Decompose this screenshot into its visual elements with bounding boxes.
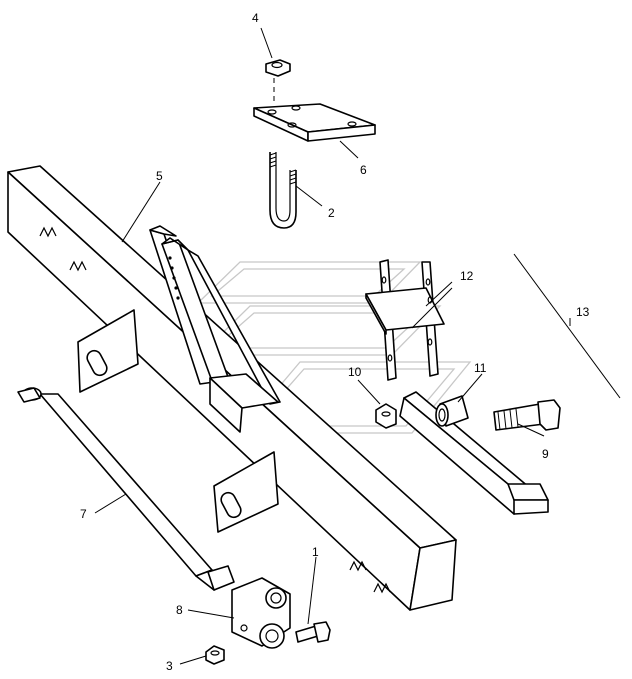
frame-tube-segment — [209, 373, 279, 433]
callout-7: 7 — [80, 507, 87, 521]
callout-labels: 4 6 2 5 12 13 10 11 9 7 8 1 3 — [80, 11, 590, 673]
callout-13: 13 — [576, 305, 590, 319]
callout-11: 11 — [474, 361, 487, 375]
callout-2: 2 — [328, 206, 335, 220]
callout-10: 10 — [348, 365, 362, 379]
callout-9: 9 — [542, 447, 549, 461]
nut-mid — [375, 403, 397, 429]
nut-bottom — [205, 645, 225, 665]
callout-8: 8 — [176, 603, 183, 617]
gusset-bracket — [149, 225, 281, 405]
leader-lines — [94, 27, 621, 665]
callout-5: 5 — [156, 169, 163, 183]
callout-4: 4 — [252, 11, 259, 25]
clamp-body — [231, 577, 291, 649]
callout-1: 1 — [312, 545, 319, 559]
small-bolt — [295, 621, 331, 643]
callout-3: 3 — [166, 659, 173, 673]
u-bolt — [269, 152, 297, 229]
callout-6: 6 — [360, 163, 367, 177]
nut-top — [265, 59, 291, 77]
mount-flange-right — [213, 451, 279, 533]
hanger-bracket — [365, 259, 445, 381]
bushing — [435, 395, 469, 427]
mount-flange-left — [77, 309, 139, 393]
axle-rod — [17, 387, 235, 591]
bolt — [493, 399, 561, 431]
callout-12: 12 — [460, 269, 474, 283]
clamp-plate — [253, 103, 376, 142]
